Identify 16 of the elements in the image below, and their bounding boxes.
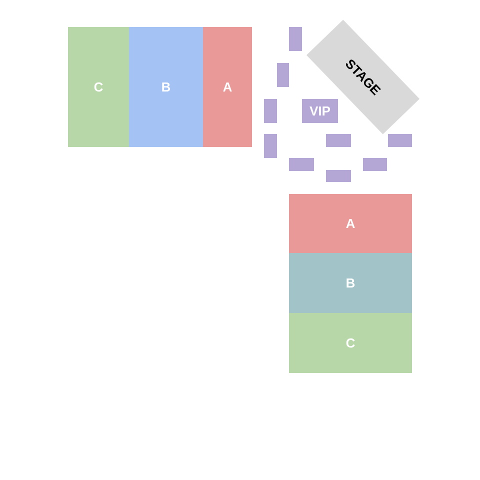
vip-table <box>277 63 289 87</box>
seating-section: C <box>68 27 129 147</box>
seating-section: C <box>289 313 412 373</box>
vip-table <box>388 134 412 147</box>
seating-section: A <box>203 27 252 147</box>
seating-section: A <box>289 194 412 253</box>
seating-section: B <box>129 27 203 147</box>
vip-table <box>264 134 277 158</box>
seating-section: B <box>289 253 412 313</box>
vip-table <box>289 27 302 51</box>
vip-table <box>264 99 277 123</box>
vip-table <box>289 158 314 171</box>
vip-table <box>363 158 387 171</box>
vip-table <box>326 170 351 182</box>
vip-area: VIP <box>302 99 338 123</box>
vip-table <box>326 134 351 147</box>
